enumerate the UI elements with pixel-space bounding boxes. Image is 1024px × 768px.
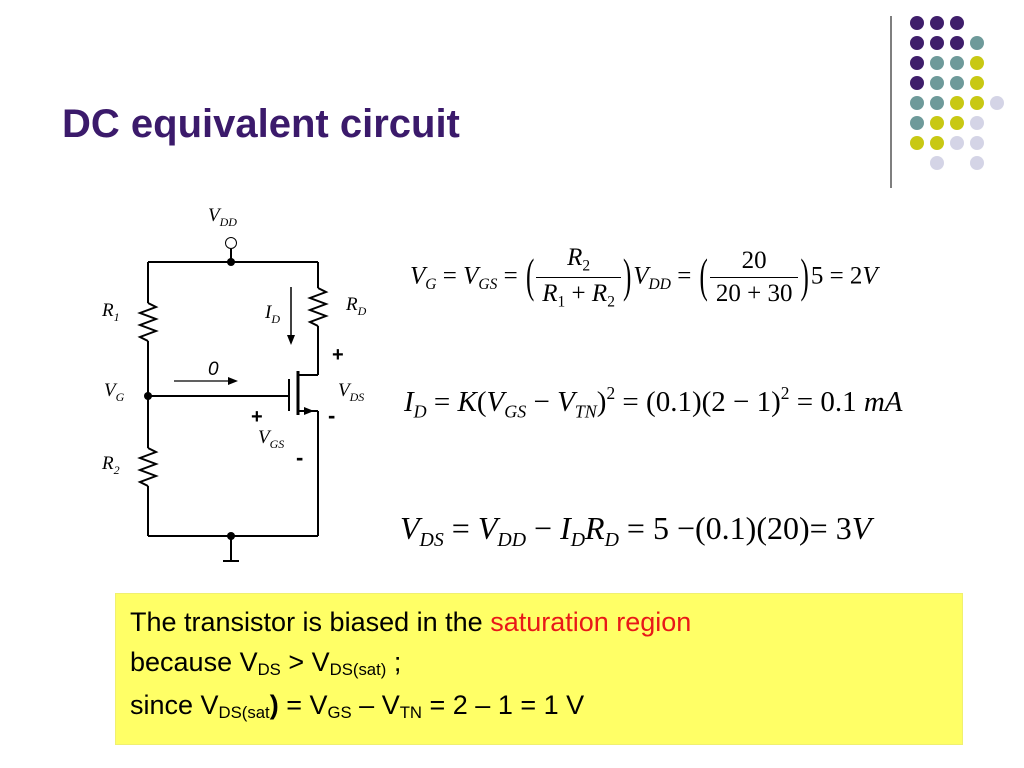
dot [930,36,944,50]
label-vds: VDS [338,380,364,404]
dot [970,136,984,150]
note-line-1: The transistor is biased in the saturati… [130,607,692,637]
dot [930,16,944,30]
node-dot [227,258,235,266]
arrow-head [287,335,295,345]
dot [950,96,964,110]
dot [950,136,964,150]
label-plus-vgs: + [251,406,263,428]
dot [950,36,964,50]
dot [990,96,1004,110]
vdd-terminal [225,237,237,249]
label-minus-vgs: - [296,445,303,470]
dot [930,56,944,70]
resistor-r1 [137,302,159,342]
dot [910,56,924,70]
equation-vds: VDS = VDD − IDRD = 5 −(0.1)(20)= 3V [400,510,872,551]
highlight-saturation-region: saturation region [490,607,692,637]
resistor-r2 [137,447,159,487]
label-plus-vds: + [332,344,344,366]
label-rd: RD [345,294,367,318]
dot [930,136,944,150]
label-r1: R1 [101,300,120,324]
label-id: ID [264,302,280,326]
vertical-divider [890,16,892,188]
dot [970,36,984,50]
note-line-3: since VDS(sat) = VGS – VTN = 2 – 1 = 1 V [130,689,585,722]
dot [970,116,984,130]
slide-title: DC equivalent circuit [62,102,460,146]
dot [930,76,944,90]
dot [910,16,924,30]
resistor-rd [307,287,329,327]
label-minus-vds: - [328,403,335,428]
label-r2: R2 [101,453,120,477]
dot [970,76,984,90]
dot [950,76,964,90]
dot [970,56,984,70]
label-vdd: VDD [208,205,237,229]
dot [930,116,944,130]
note-line-2: because VDS > VDS(sat) ; [130,647,402,680]
node-dot [144,392,152,400]
equation-vg: VG = VGS = ( R2 R1 + R2 )VDD = ( 20 20 +… [410,244,878,312]
label-vgs: VGS [258,427,284,451]
arrow-head [228,377,238,385]
saturation-note-box: The transistor is biased in the saturati… [115,593,963,745]
dot [910,96,924,110]
dot [930,96,944,110]
label-zero-current: 0 [208,359,219,380]
dot [950,16,964,30]
fraction-numeric: 20 20 + 30 [709,247,799,308]
dot [970,96,984,110]
dot [970,156,984,170]
label-vg: VG [104,380,125,404]
node-dot [227,532,235,540]
equation-id: ID = K(VGS − VTN)2 = (0.1)(2 − 1)2 = 0.1… [404,383,903,422]
dc-equivalent-circuit-diagram: VDD R1 ID RD + 0 VG VDS + - VGS - R2 [101,205,367,562]
dot [930,156,944,170]
dot [950,116,964,130]
dot [910,36,924,50]
dot [910,116,924,130]
source-arrow-head [304,407,314,415]
dot [910,136,924,150]
dot [950,56,964,70]
fraction-r2-over-sum: R2 R1 + R2 [536,244,621,312]
dot [910,76,924,90]
